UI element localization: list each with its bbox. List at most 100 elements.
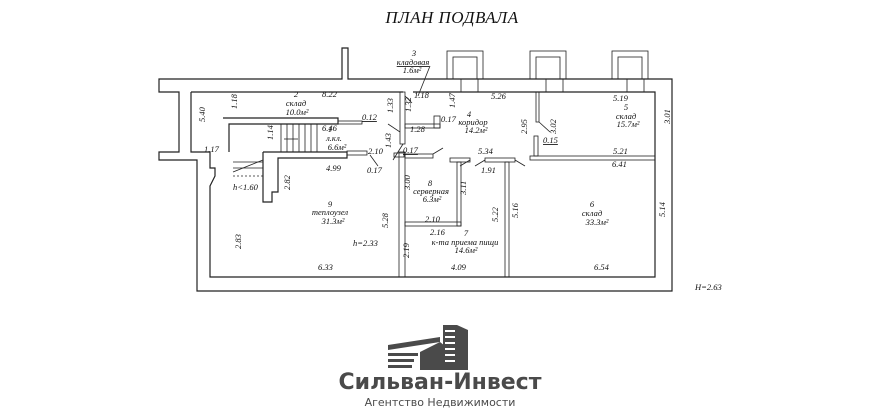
room-2: 2 склад 10.0м² <box>286 89 309 117</box>
svg-text:0.17: 0.17 <box>367 165 383 175</box>
outer-walls <box>158 47 673 292</box>
wall-017 <box>433 115 441 129</box>
wall-stair-lower <box>262 151 348 203</box>
room-3: 3 кладовая 1.6м² <box>397 48 431 97</box>
svg-text:1.17: 1.17 <box>204 144 220 154</box>
company-subtitle: Агентство Недвижимости <box>364 396 516 409</box>
svg-text:2: 2 <box>294 89 299 99</box>
door-swings <box>369 95 551 167</box>
window-well-3-inner <box>617 56 643 80</box>
svg-text:5.21: 5.21 <box>613 146 628 156</box>
window-well-3 <box>611 50 649 80</box>
stair-height-label: h<1.60 <box>233 182 259 192</box>
svg-text:2.16: 2.16 <box>430 227 446 237</box>
svg-text:2.10: 2.10 <box>425 214 441 224</box>
svg-text:5.19: 5.19 <box>613 93 629 103</box>
svg-text:1.32: 1.32 <box>403 96 413 112</box>
svg-text:3.00: 3.00 <box>402 174 412 191</box>
wall-stair-top <box>223 117 339 152</box>
svg-text:1.47: 1.47 <box>447 92 457 108</box>
svg-text:2.10: 2.10 <box>368 146 384 156</box>
room-1: 1 л.кл. 6.6м² <box>325 124 347 152</box>
svg-text:2.19: 2.19 <box>401 242 411 258</box>
svg-text:0.17: 0.17 <box>441 114 457 124</box>
wall-room8-left <box>398 151 406 278</box>
svg-text:6.41: 6.41 <box>612 159 627 169</box>
svg-text:8.22: 8.22 <box>322 89 338 99</box>
svg-text:кладовая: кладовая <box>397 57 430 67</box>
wall-room7-right <box>504 161 510 278</box>
svg-text:15.7м²: 15.7м² <box>617 119 640 129</box>
svg-text:7: 7 <box>464 228 469 238</box>
svg-text:14.6м²: 14.6м² <box>455 245 478 255</box>
svg-text:6.3м²: 6.3м² <box>423 194 442 204</box>
svg-text:2.82: 2.82 <box>282 174 292 190</box>
wall-room5-bottom <box>529 155 656 161</box>
room-7: 7 к-та приема пищи 14.6м² <box>432 228 499 255</box>
svg-text:2.95: 2.95 <box>519 119 529 134</box>
wall-stub-017 <box>393 152 405 158</box>
wall-stub-012 <box>337 120 363 125</box>
svg-text:33.3м²: 33.3м² <box>585 217 609 227</box>
svg-text:1.18: 1.18 <box>414 90 430 100</box>
svg-text:1.14: 1.14 <box>265 124 275 140</box>
svg-text:4: 4 <box>467 109 472 119</box>
svg-text:1.6м²: 1.6м² <box>403 65 422 75</box>
inner-wall-outline <box>190 91 656 278</box>
wall-pantry-left <box>399 91 406 145</box>
room-8: 8 серверная 6.3м² <box>413 178 449 204</box>
wall-room8-top <box>404 153 434 159</box>
window-2 <box>545 78 564 93</box>
svg-text:6: 6 <box>590 199 595 209</box>
company-logo-icon <box>388 325 468 370</box>
dimension-labels: 8.22 1.17 0.12 6.46 2.10 0.17 0.17 4.99 … <box>204 89 722 292</box>
room-6: 6 склад 33.3м² <box>582 199 609 227</box>
room-9: 9 теплоузел 31.3м² <box>312 199 349 226</box>
svg-text:склад: склад <box>286 98 307 108</box>
svg-text:1: 1 <box>328 124 332 134</box>
svg-text:3: 3 <box>411 48 416 58</box>
svg-text:1.18: 1.18 <box>229 93 239 109</box>
svg-text:склад: склад <box>616 111 637 121</box>
svg-text:6.33: 6.33 <box>318 262 333 272</box>
room-5: 5 склад 15.7м² <box>616 102 640 129</box>
svg-text:л.кл.: л.кл. <box>325 133 342 143</box>
wall-stub-210 <box>346 150 368 156</box>
svg-text:0.17: 0.17 <box>403 145 419 155</box>
svg-text:5.40: 5.40 <box>197 106 207 122</box>
window-well-1-inner <box>452 56 478 80</box>
wall-room8-bottom <box>404 221 462 227</box>
svg-text:теплоузел: теплоузел <box>312 207 349 217</box>
svg-text:5.16: 5.16 <box>510 202 520 218</box>
inner-walls <box>223 91 656 278</box>
svg-text:4.99: 4.99 <box>326 163 342 173</box>
svg-text:0.15: 0.15 <box>543 135 558 145</box>
svg-text:1.91: 1.91 <box>481 165 496 175</box>
plan-title: ПЛАН ПОДВАЛА <box>384 8 518 27</box>
room9-height-label: h=2.33 <box>353 238 378 248</box>
svg-text:коридор: коридор <box>458 117 487 127</box>
svg-text:1.43: 1.43 <box>383 133 393 148</box>
svg-text:10.0м²: 10.0м² <box>286 107 309 117</box>
window-well-2 <box>529 50 567 80</box>
svg-text:5.34: 5.34 <box>478 146 494 156</box>
floor-height-label: H=2.63 <box>694 282 722 292</box>
svg-text:к-та приема пищи: к-та приема пищи <box>432 237 499 247</box>
window-well-1 <box>446 50 484 80</box>
svg-text:5.22: 5.22 <box>490 206 500 222</box>
svg-text:5.28: 5.28 <box>380 212 390 228</box>
room-4: 4 коридор 14.2м² <box>458 109 487 135</box>
svg-text:6.46: 6.46 <box>322 123 338 133</box>
window-3 <box>626 78 645 93</box>
svg-text:2.83: 2.83 <box>233 234 243 249</box>
svg-text:4.09: 4.09 <box>451 262 467 272</box>
svg-text:серверная: серверная <box>413 186 449 196</box>
svg-text:3.01: 3.01 <box>662 109 672 125</box>
svg-text:склад: склад <box>582 208 603 218</box>
svg-text:3.11: 3.11 <box>458 181 468 196</box>
svg-text:8: 8 <box>428 178 433 188</box>
window-wells <box>446 50 649 93</box>
svg-text:14.2м²: 14.2м² <box>465 125 488 135</box>
wall-room5-stub <box>533 135 539 157</box>
